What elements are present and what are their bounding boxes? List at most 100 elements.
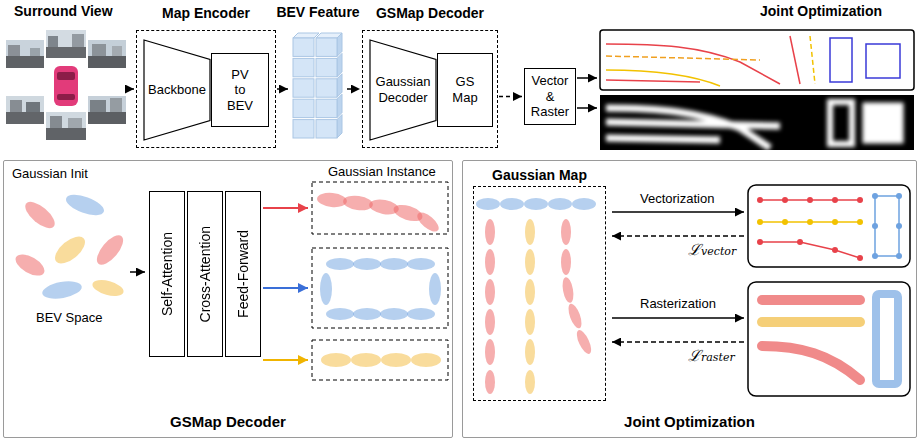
- feature-cell: [337, 33, 342, 56]
- loss-label: ℒraster: [688, 347, 735, 365]
- raster-result: [762, 317, 860, 327]
- group-heading: Map Encoder: [162, 5, 250, 22]
- instance-arrows: [263, 359, 308, 361]
- panel-title: Joint Optimization: [463, 413, 916, 431]
- feature-cell: [293, 79, 314, 97]
- raster-map-output: [606, 122, 780, 126]
- block-label: PV to BEV: [225, 67, 255, 114]
- instance-ellipses: [429, 273, 441, 305]
- gaussian-map-ellipses: [525, 249, 535, 275]
- feature-cell: [293, 99, 314, 117]
- gaussian-init-ellipses: [91, 277, 126, 299]
- vector-result: [872, 193, 878, 199]
- trapezoid-outline: [370, 40, 436, 140]
- vector-result: [757, 219, 763, 225]
- feature-cell: [337, 74, 342, 97]
- vector-result: [857, 255, 863, 261]
- feature-grid: [290, 30, 346, 148]
- feature-cell: [316, 120, 337, 138]
- instance-ellipses: [321, 353, 441, 367]
- instance-ellipses: [380, 258, 408, 270]
- feature-cell: [337, 115, 342, 138]
- optimization-arrows: [612, 211, 744, 213]
- block-label: Vector & Raster: [529, 73, 571, 120]
- camera-images: [6, 112, 44, 124]
- feature-cell: [316, 53, 342, 76]
- gaussian-init-ellipses: [12, 250, 48, 280]
- raster-map-output: [600, 95, 914, 150]
- gaussian-map-ellipses: [485, 370, 495, 394]
- flow-arrow: [347, 88, 360, 90]
- camera-images: [88, 112, 126, 124]
- arrow-label: Rasterization: [640, 296, 716, 312]
- instance-boxes: [312, 182, 448, 234]
- instance-ellipses: [411, 353, 441, 367]
- ego-car: [57, 94, 75, 100]
- block-label: Cross-Attention: [197, 226, 214, 322]
- gaussian-map-ellipses: [485, 219, 495, 245]
- block-label: Gaussian Decoder: [374, 74, 432, 105]
- gaussian-map-ellipses: [524, 198, 548, 210]
- gaussian-map-ellipses: [476, 198, 596, 210]
- instance-ellipses: [316, 191, 441, 367]
- decoder-block: Gaussian Decoder: [369, 39, 437, 141]
- raster-map-output: [830, 102, 852, 144]
- raster-result: [762, 295, 860, 305]
- vector-result: [782, 197, 788, 203]
- feature-cell: [316, 94, 342, 117]
- gaussian-map-ellipses: [561, 219, 571, 245]
- camera-images: [46, 128, 86, 140]
- feature-cell: [293, 58, 314, 76]
- section-label: Gaussian Instance: [328, 164, 436, 180]
- instance-ellipses: [414, 209, 442, 235]
- output-arrows: [577, 107, 597, 109]
- process-box: PV to BEV: [211, 53, 269, 127]
- gaussian-map-ellipses: [572, 198, 596, 210]
- instance-boxes: [312, 340, 448, 380]
- layer-box: Cross-Attention: [187, 191, 223, 357]
- camera-images: [6, 40, 44, 68]
- instance-ellipses: [381, 353, 411, 367]
- block-label: GS Map: [450, 74, 480, 105]
- raster-result: [748, 282, 910, 396]
- camera-images: [26, 102, 40, 112]
- feature-cell: [293, 38, 314, 56]
- group-heading: BEV Feature: [276, 4, 359, 21]
- instance-ellipses: [326, 308, 354, 320]
- vector-result: [857, 219, 863, 225]
- layer-box: Self-Attention: [149, 191, 185, 357]
- optimization-arrows: [612, 235, 744, 237]
- gaussian-map-box: Gaussian Map: [473, 186, 606, 401]
- camera-images: [46, 47, 86, 58]
- instance-ellipses: [380, 308, 408, 320]
- group-heading: Gaussian Map: [492, 167, 587, 184]
- vector-result: [832, 219, 838, 225]
- camera-images: [112, 46, 122, 56]
- gaussian-map-ellipses: [574, 328, 594, 356]
- gaussian-map-ellipses: [525, 339, 535, 365]
- flow-arrow: [277, 88, 288, 90]
- gaussian-map-ellipses: [485, 309, 495, 335]
- camera-images: [88, 40, 126, 68]
- camera-images: [6, 40, 44, 68]
- instance-ellipses: [326, 258, 354, 270]
- feature-cell: [293, 120, 314, 138]
- input-arrow: [127, 88, 134, 90]
- camera-images: [6, 96, 44, 124]
- feature-cell: [293, 33, 319, 38]
- encoder-group: Map EncoderBackbonePV to BEV: [136, 30, 276, 148]
- process-box: GS Map: [437, 53, 493, 127]
- raster-map-output: [606, 102, 900, 148]
- camera-images: [6, 30, 126, 140]
- optimization-arrows: [612, 317, 744, 319]
- feature-cell: [316, 74, 342, 97]
- gaussian-map-ellipses: [485, 339, 495, 365]
- instance-boxes: [312, 182, 448, 380]
- vector-result: [872, 193, 902, 259]
- feature-cell: [316, 115, 342, 138]
- gaussian-map-ellipses: [561, 249, 571, 275]
- raster-map-output: [866, 106, 900, 140]
- instance-ellipses: [320, 258, 441, 320]
- raster-result: [748, 282, 910, 396]
